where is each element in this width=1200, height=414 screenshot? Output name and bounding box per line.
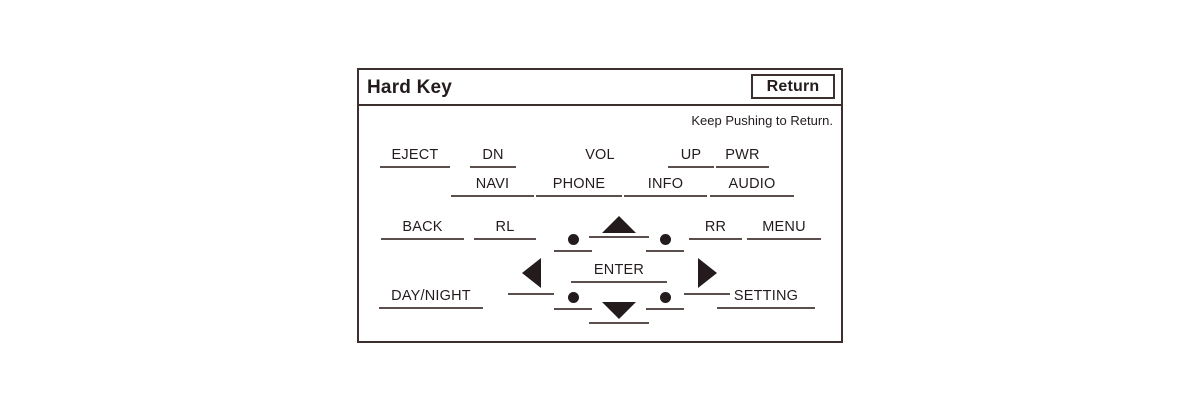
triangle-up-icon	[602, 216, 636, 233]
key-phone-underline	[536, 195, 622, 197]
key-info-label: INFO	[647, 176, 684, 192]
triangle-left-icon	[521, 258, 541, 288]
return-button[interactable]: Return	[751, 74, 835, 99]
dot-icon	[659, 292, 671, 303]
key-day-night-underline	[379, 307, 483, 309]
page-title: Hard Key	[367, 77, 453, 98]
key-rr-label: RR	[704, 219, 727, 235]
key-phone-label: PHONE	[552, 176, 606, 192]
key-pwr[interactable]: PWR	[716, 147, 769, 168]
dpad-down-left-button[interactable]	[554, 292, 592, 310]
key-enter-label: ENTER	[593, 262, 645, 278]
key-rl[interactable]: RL	[474, 219, 536, 240]
key-pwr-underline	[716, 166, 769, 168]
key-info-underline	[624, 195, 707, 197]
key-dn[interactable]: DN	[470, 147, 516, 168]
dpad-left-button[interactable]	[508, 258, 554, 295]
key-dn-label: DN	[482, 147, 504, 163]
dpad-up-right-button[interactable]	[646, 234, 684, 252]
key-rl-label: RL	[495, 219, 515, 235]
key-back[interactable]: BACK	[381, 219, 464, 240]
dpad-down-right-button[interactable]	[646, 292, 684, 310]
key-audio-label: AUDIO	[728, 176, 776, 192]
key-eject-underline	[380, 166, 450, 168]
dpad-down-underline	[589, 322, 649, 324]
key-menu-label: MENU	[762, 219, 806, 235]
key-setting[interactable]: SETTING	[717, 288, 815, 309]
key-back-label: BACK	[402, 219, 443, 235]
dot-icon	[659, 234, 671, 245]
key-menu[interactable]: MENU	[747, 219, 821, 240]
hard-key-panel: Hard Key Return Keep Pushing to Return. …	[357, 68, 843, 343]
key-back-underline	[381, 238, 464, 240]
hard-key-grid: EJECT DN VOL UP PWR NAVI PHONE INFO	[359, 106, 841, 341]
dpad-down-right-underline	[646, 308, 684, 310]
dpad-down-left-underline	[554, 308, 592, 310]
key-eject[interactable]: EJECT	[380, 147, 450, 168]
dpad-up-underline	[589, 236, 649, 238]
triangle-right-icon	[697, 258, 717, 288]
key-info[interactable]: INFO	[624, 176, 707, 197]
key-navi-label: NAVI	[475, 176, 510, 192]
dpad-up-button[interactable]	[589, 216, 649, 238]
key-up-label: UP	[680, 147, 702, 163]
key-dn-underline	[470, 166, 516, 168]
key-audio-underline	[710, 195, 794, 197]
key-day-night[interactable]: DAY/NIGHT	[379, 288, 483, 309]
key-setting-label: SETTING	[733, 288, 799, 304]
key-day-night-label: DAY/NIGHT	[391, 288, 471, 304]
key-audio[interactable]: AUDIO	[710, 176, 794, 197]
key-pwr-label: PWR	[725, 147, 760, 163]
key-menu-underline	[747, 238, 821, 240]
label-vol: VOL	[585, 147, 615, 163]
dpad-up-left-underline	[554, 250, 592, 252]
dpad-down-button[interactable]	[589, 302, 649, 324]
key-navi-underline	[451, 195, 534, 197]
key-rr[interactable]: RR	[689, 219, 742, 240]
dpad-up-right-underline	[646, 250, 684, 252]
key-eject-label: EJECT	[391, 147, 439, 163]
key-rr-underline	[689, 238, 742, 240]
dot-icon	[567, 234, 579, 245]
key-navi[interactable]: NAVI	[451, 176, 534, 197]
keep-pushing-hint: Keep Pushing to Return.	[691, 113, 833, 128]
key-enter-underline	[571, 281, 667, 283]
title-bar: Hard Key Return	[359, 70, 841, 106]
dot-icon	[567, 292, 579, 303]
key-enter[interactable]: ENTER	[571, 262, 667, 283]
key-phone[interactable]: PHONE	[536, 176, 622, 197]
key-up-underline	[668, 166, 714, 168]
dpad-left-underline	[508, 293, 554, 295]
return-button-label: Return	[766, 77, 820, 95]
dpad-right-underline	[684, 293, 730, 295]
triangle-down-icon	[602, 302, 636, 319]
dpad-right-button[interactable]	[684, 258, 730, 295]
key-rl-underline	[474, 238, 536, 240]
dpad-up-left-button[interactable]	[554, 234, 592, 252]
key-setting-underline	[717, 307, 815, 309]
key-up[interactable]: UP	[668, 147, 714, 168]
